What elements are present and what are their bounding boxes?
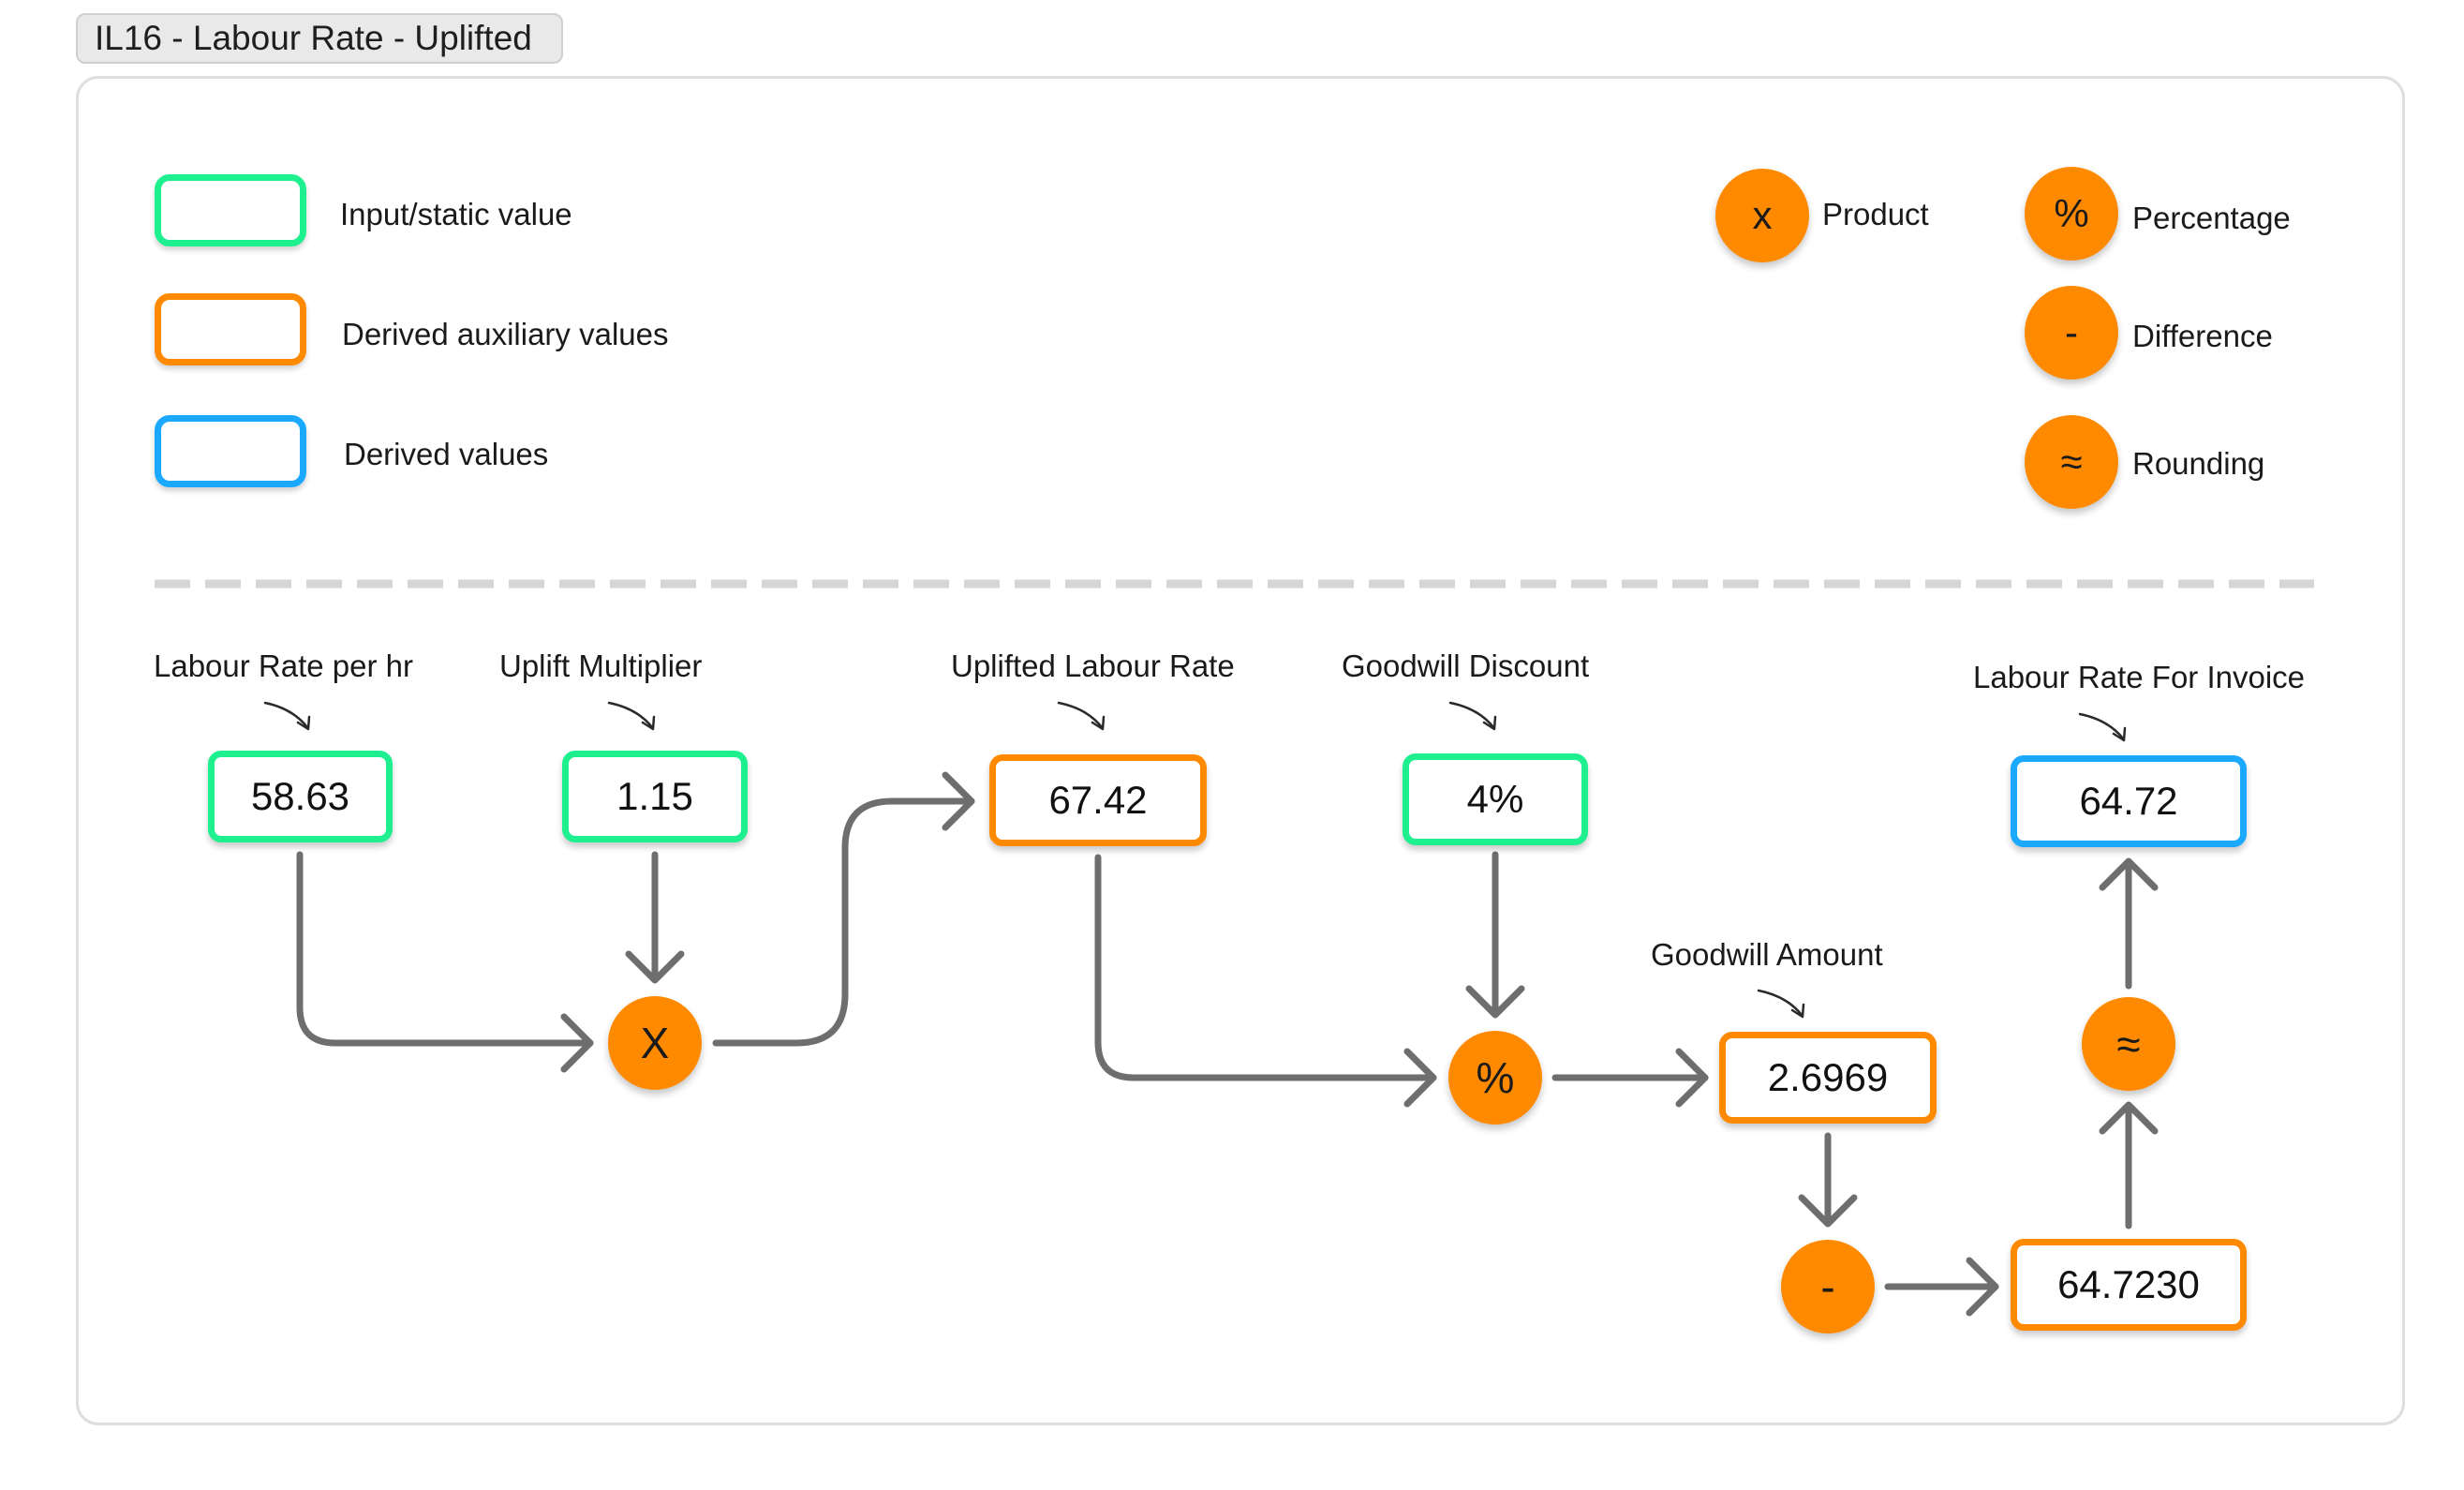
label-invoice-rate: Labour Rate For Invoice <box>1973 660 2306 694</box>
legend-product-icon: x <box>1715 169 1809 262</box>
label-uplift-multiplier: Uplift Multiplier <box>499 648 703 683</box>
arrowhead-invoice-in <box>2099 857 2159 891</box>
legend-difference-icon: - <box>2025 286 2118 380</box>
pointer-goodwill-discount <box>1448 701 1495 729</box>
connector-rate-to-product <box>296 851 594 1047</box>
node-difference-result: 64.7230 <box>2011 1239 2247 1331</box>
legend-rounding-label: Rounding <box>2132 446 2265 481</box>
arrowhead-percentage-top <box>1465 985 1525 1019</box>
legend-percentage-label: Percentage <box>2132 201 2291 235</box>
pointer-goodwill-amount <box>1757 989 1803 1017</box>
legend-auxiliary-swatch <box>155 293 306 365</box>
rounding-operator-icon: ≈ <box>2082 997 2175 1091</box>
diagram-frame <box>76 76 2405 1425</box>
legend-product-label: Product <box>1822 197 1929 231</box>
legend-percentage-icon: % <box>2025 167 2118 261</box>
node-goodwill-discount: 4% <box>1403 753 1588 845</box>
label-goodwill-discount: Goodwill Discount <box>1342 648 1590 683</box>
legend-input-swatch <box>155 174 306 246</box>
pointer-uplift-multiplier <box>607 701 654 729</box>
label-goodwill-amount: Goodwill Amount <box>1651 937 1883 972</box>
arrowhead-uplifted-in <box>942 771 975 831</box>
arrowhead-rounding-bottom <box>2099 1101 2159 1135</box>
arrowhead-product-in <box>560 1013 594 1073</box>
label-labour-rate: Labour Rate per hr <box>154 648 414 683</box>
arrowhead-product-top <box>625 950 685 984</box>
arrowhead-percentage-in <box>1403 1048 1437 1108</box>
arrowhead-difference-top <box>1798 1194 1858 1228</box>
diagram-title: IL16 - Labour Rate - Uplifted <box>76 13 563 64</box>
legend-auxiliary-label: Derived auxiliary values <box>342 317 669 351</box>
legend-input-label: Input/static value <box>340 197 572 231</box>
arrowhead-result-in <box>1966 1257 1999 1317</box>
node-invoice-rate: 64.72 <box>2011 755 2247 847</box>
product-operator-icon: X <box>608 996 702 1090</box>
legend-rounding-icon: ≈ <box>2025 415 2118 509</box>
difference-operator-icon: - <box>1781 1240 1875 1334</box>
connector-uplifted-to-percentage <box>1094 854 1437 1081</box>
node-uplift-multiplier: 1.15 <box>562 751 748 842</box>
legend-derived-swatch <box>155 415 306 487</box>
label-uplifted-labour-rate: Uplifted Labour Rate <box>951 648 1235 683</box>
pointer-uplifted-labour-rate <box>1057 701 1104 729</box>
pointer-labour-rate <box>263 701 309 729</box>
legend-derived-label: Derived values <box>344 437 549 471</box>
percentage-operator-icon: % <box>1448 1031 1542 1125</box>
connector-product-to-uplifted <box>712 797 975 1047</box>
pointer-invoice-rate <box>2078 712 2125 740</box>
node-goodwill-amount: 2.6969 <box>1719 1032 1937 1124</box>
node-uplifted-labour-rate: 67.42 <box>989 754 1207 846</box>
arrowhead-amount-in <box>1675 1048 1709 1108</box>
node-labour-rate: 58.63 <box>208 751 393 842</box>
legend-difference-label: Difference <box>2132 319 2273 353</box>
